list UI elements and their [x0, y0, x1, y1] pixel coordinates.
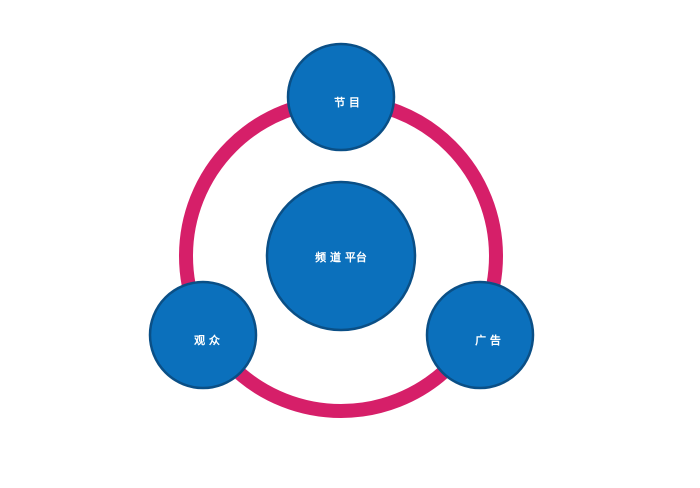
center-node: 频 道 平台: [265, 180, 417, 332]
node-top-label: 节 目: [334, 95, 360, 109]
node-left-label: 观 众: [194, 333, 221, 347]
center-node-circle: [265, 180, 417, 332]
node-right-circle: [425, 280, 535, 390]
node-right-label: 广 告: [475, 333, 501, 347]
node-right: 广 告: [425, 280, 535, 390]
node-top: 节 目: [286, 42, 396, 152]
node-top-circle: [286, 42, 396, 152]
node-left: 观 众: [148, 280, 258, 390]
center-node-label: 频 道 平台: [315, 250, 367, 264]
node-left-circle: [148, 280, 258, 390]
